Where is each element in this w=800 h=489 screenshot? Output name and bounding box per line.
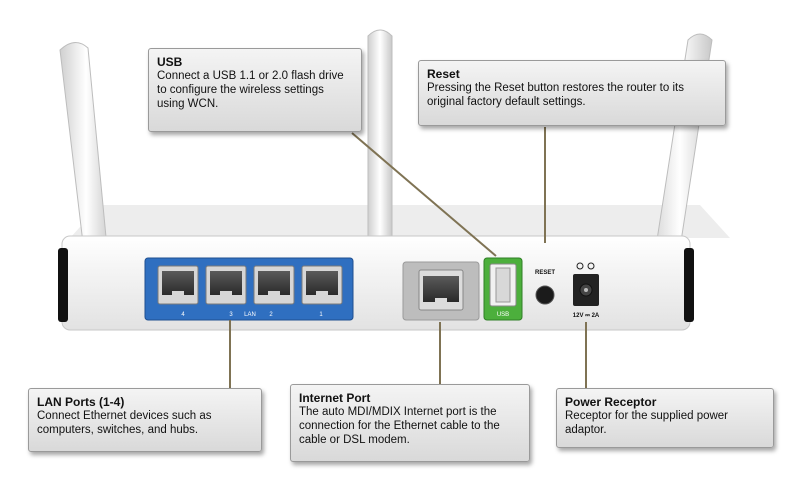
- power-panel-label: 12V ⎓ 2A: [573, 313, 600, 319]
- lan-port-1: [301, 265, 343, 305]
- callout-lan-text: Connect Ethernet devices such as compute…: [37, 410, 212, 436]
- callout-reset-text: Pressing the Reset button restores the r…: [427, 82, 684, 108]
- lan-label-3: 3: [229, 312, 233, 318]
- internet-port: [418, 269, 464, 311]
- callout-power-title: Power Receptor: [565, 395, 657, 409]
- lan-label-4: 4: [181, 312, 185, 318]
- lan-label-1: 1: [319, 312, 323, 318]
- callout-lan: LAN Ports (1-4) Connect Ethernet devices…: [28, 388, 262, 452]
- leader-usb: [351, 132, 497, 257]
- lan-port-4: [157, 265, 199, 305]
- callout-power-text: Receptor for the supplied power adaptor.: [565, 410, 729, 436]
- callout-internet-title: Internet Port: [299, 391, 371, 405]
- callout-usb-title: USB: [157, 55, 183, 69]
- lan-port-2: [253, 265, 295, 305]
- callout-internet: Internet Port The auto MDI/MDIX Internet…: [290, 384, 530, 462]
- reset-button: [535, 285, 555, 305]
- callout-power: Power Receptor Receptor for the supplied…: [556, 388, 774, 448]
- router-end-right: [684, 248, 694, 322]
- callout-lan-title: LAN Ports (1-4): [37, 395, 125, 409]
- usb-panel-label: USB: [497, 312, 509, 318]
- callout-internet-text: The auto MDI/MDIX Internet port is the c…: [299, 406, 500, 446]
- router-top: [70, 205, 730, 238]
- callout-reset: Reset Pressing the Reset button restores…: [418, 60, 726, 126]
- reset-panel-label: RESET: [535, 270, 555, 276]
- usb-port: [489, 263, 517, 307]
- callout-usb-text: Connect a USB 1.1 or 2.0 flash drive to …: [157, 70, 344, 110]
- lan-label-2: 2: [269, 312, 273, 318]
- lan-labels: 4 3 LAN 2 1: [181, 312, 323, 318]
- lan-port-3: [205, 265, 247, 305]
- callout-reset-title: Reset: [427, 67, 460, 81]
- power-jack: [573, 262, 599, 306]
- callout-usb: USB Connect a USB 1.1 or 2.0 flash drive…: [148, 48, 362, 132]
- leader-lines: [229, 127, 587, 388]
- lan-port-group: [157, 265, 343, 305]
- lan-label-lan: LAN: [244, 312, 256, 318]
- router-end-left: [58, 248, 68, 322]
